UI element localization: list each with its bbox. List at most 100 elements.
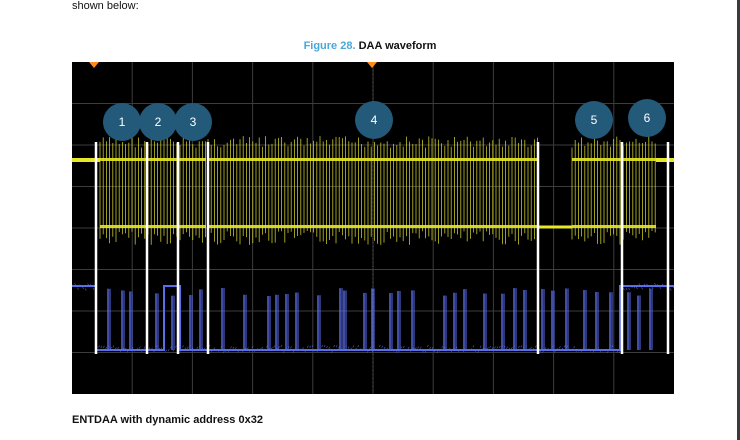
- sda-noise: [198, 344, 201, 348]
- sda-noise: [641, 287, 643, 290]
- scl-high-band: [100, 158, 206, 161]
- sda-noise: [393, 349, 396, 352]
- sda-noise: [575, 349, 578, 352]
- scl-high-band: [208, 158, 538, 161]
- sda-noise: [602, 349, 604, 352]
- sda-noise: [503, 345, 506, 349]
- sda-noise: [525, 345, 528, 348]
- sda-noise: [546, 347, 549, 351]
- sda-noise: [100, 345, 103, 349]
- sda-noise: [539, 349, 542, 353]
- sda-noise: [515, 348, 518, 352]
- sda-noise: [450, 349, 453, 353]
- scl-low-band: [100, 225, 206, 228]
- sda-noise: [506, 346, 508, 349]
- sda-noise: [441, 346, 444, 349]
- sda-noise: [263, 348, 266, 351]
- sda-noise: [316, 350, 319, 353]
- sda-noise: [467, 348, 470, 352]
- sda-noise: [124, 347, 127, 351]
- sda-noise: [218, 349, 220, 352]
- sda-noise: [112, 345, 115, 348]
- sda-noise: [388, 349, 391, 352]
- sda-noise: [165, 349, 168, 352]
- sda-noise: [251, 345, 254, 349]
- sda-noise: [412, 346, 415, 350]
- sda-noise: [371, 350, 374, 353]
- callout-5-label: 5: [591, 113, 598, 127]
- figure-title: DAA waveform: [358, 40, 437, 52]
- callout-6-label: 6: [644, 111, 651, 125]
- sda-baseline: [72, 285, 674, 351]
- sda-noise: [342, 348, 345, 351]
- sda-noise: [167, 348, 170, 352]
- sda-noise: [318, 348, 321, 352]
- sda-noise: [362, 349, 364, 352]
- sda-noise: [472, 345, 475, 348]
- sda-noise: [417, 346, 420, 349]
- sda-noise: [107, 345, 110, 348]
- sda-noise: [582, 346, 585, 350]
- sda-noise: [479, 345, 482, 348]
- sda-noise: [419, 346, 422, 350]
- sda-noise: [400, 346, 403, 349]
- sda-noise: [489, 345, 492, 349]
- sda-noise: [196, 346, 199, 350]
- sda-noise: [155, 345, 158, 348]
- sda-noise: [136, 347, 139, 350]
- sda-noise: [484, 347, 487, 350]
- sda-noise: [520, 345, 523, 348]
- sda-noise: [630, 285, 633, 289]
- sda-noise: [126, 350, 129, 353]
- sda-noise: [232, 346, 235, 349]
- sda-noise: [510, 346, 513, 350]
- sda-noise: [174, 345, 177, 348]
- sda-noise: [227, 350, 230, 353]
- callout-4-label: 4: [371, 113, 378, 127]
- sda-noise: [222, 350, 225, 353]
- sda-noise: [422, 350, 424, 353]
- sda-noise: [654, 282, 656, 286]
- sda-noise: [134, 349, 136, 352]
- sda-noise: [278, 346, 280, 349]
- callout-2-circle: [139, 103, 177, 141]
- sda-noise: [530, 346, 532, 350]
- sda-noise: [390, 348, 393, 351]
- sda-noise: [628, 287, 630, 291]
- sda-noise: [141, 349, 144, 352]
- sda-noise: [606, 350, 609, 354]
- sda-noise: [249, 349, 252, 352]
- sda-noise: [186, 346, 189, 349]
- sda-noise: [366, 350, 369, 353]
- sda-noise: [378, 344, 381, 348]
- sda-noise: [638, 283, 641, 286]
- sda-noise: [561, 347, 564, 351]
- sda-noise: [273, 345, 276, 348]
- sda-noise: [304, 349, 307, 353]
- sda-noise: [580, 350, 583, 353]
- sda-noise: [508, 347, 511, 351]
- sda-noise: [364, 348, 367, 352]
- sda-noise: [189, 344, 192, 348]
- sda-noise: [117, 346, 120, 350]
- sda-noise: [160, 347, 163, 350]
- callout-2-label: 2: [155, 115, 162, 129]
- sda-noise: [383, 346, 386, 350]
- sda-noise: [648, 287, 651, 291]
- sda-noise: [622, 287, 625, 291]
- trigger-markers: [89, 62, 377, 68]
- sda-noise: [592, 350, 595, 353]
- sda-noise: [292, 350, 295, 353]
- sda-noise: [407, 346, 410, 349]
- figure-caption: Figure 28. DAA waveform: [0, 40, 740, 52]
- sda-noise: [92, 287, 95, 290]
- sda-noise: [563, 345, 566, 348]
- sda-noise: [551, 345, 554, 349]
- sda-noise: [148, 347, 151, 350]
- sda-noise: [89, 284, 92, 287]
- sda-noise: [429, 346, 432, 350]
- scl-low-band: [208, 225, 538, 228]
- sda-noise: [594, 349, 597, 352]
- sda-noise: [369, 346, 372, 350]
